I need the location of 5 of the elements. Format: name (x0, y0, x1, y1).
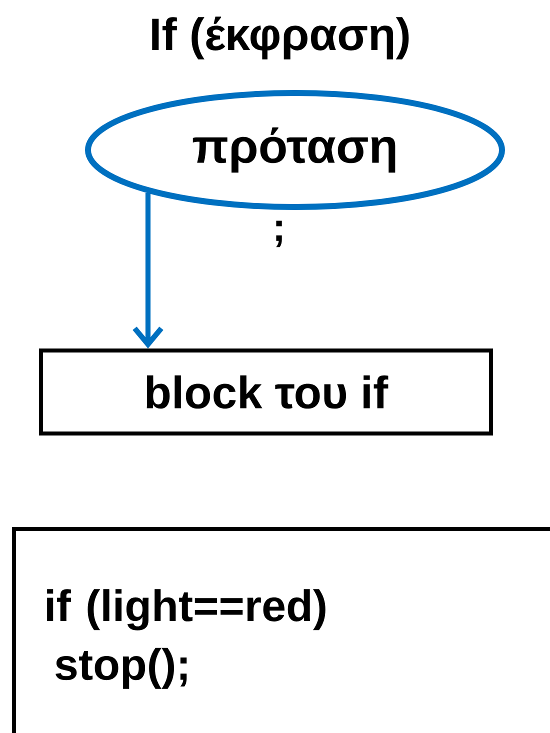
process-box: block του if (39, 348, 493, 436)
title: If (έκφραση) (152, 16, 409, 60)
code-box: if (light==red) stop(); (12, 527, 550, 733)
arrow (132, 193, 164, 348)
semicolon: ; (276, 220, 282, 248)
